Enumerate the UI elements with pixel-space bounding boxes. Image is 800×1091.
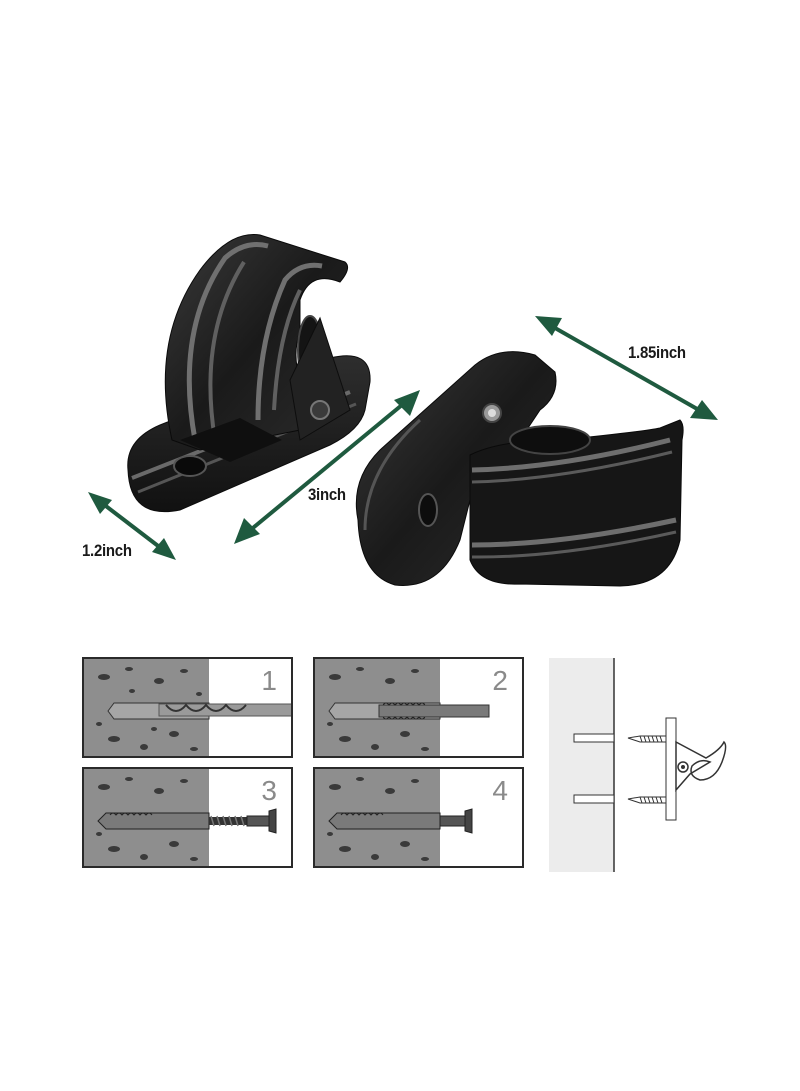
dimension-label-height: 1.85inch bbox=[628, 343, 686, 362]
dimension-label-length: 3inch bbox=[308, 485, 346, 504]
product-image-upright-bracket bbox=[88, 233, 718, 587]
dimension-arrow-height bbox=[535, 316, 718, 420]
step-number: 2 bbox=[492, 665, 508, 696]
install-step-2: 2 bbox=[313, 657, 524, 758]
wall-anchor-icon bbox=[327, 667, 490, 751]
screw-icon bbox=[627, 735, 667, 804]
bracket-icon bbox=[665, 717, 727, 821]
screw-driving-icon bbox=[96, 777, 277, 861]
step-number: 3 bbox=[261, 775, 277, 806]
dimension-arrow-length bbox=[234, 390, 420, 544]
install-step-1: 1 bbox=[82, 657, 293, 758]
drill-bit-icon bbox=[96, 667, 291, 751]
clamp-bracket bbox=[355, 351, 684, 587]
dimension-label-width: 1.2inch bbox=[82, 541, 132, 560]
install-step-3: 3 bbox=[82, 767, 293, 868]
install-step-4: 4 bbox=[313, 767, 524, 868]
step-number: 4 bbox=[492, 775, 508, 806]
step-number: 1 bbox=[261, 665, 277, 696]
upright-bracket bbox=[127, 233, 371, 513]
dimension-arrow-width bbox=[88, 492, 176, 560]
screw-seated-icon bbox=[327, 777, 473, 861]
mounting-diagram bbox=[549, 658, 727, 872]
